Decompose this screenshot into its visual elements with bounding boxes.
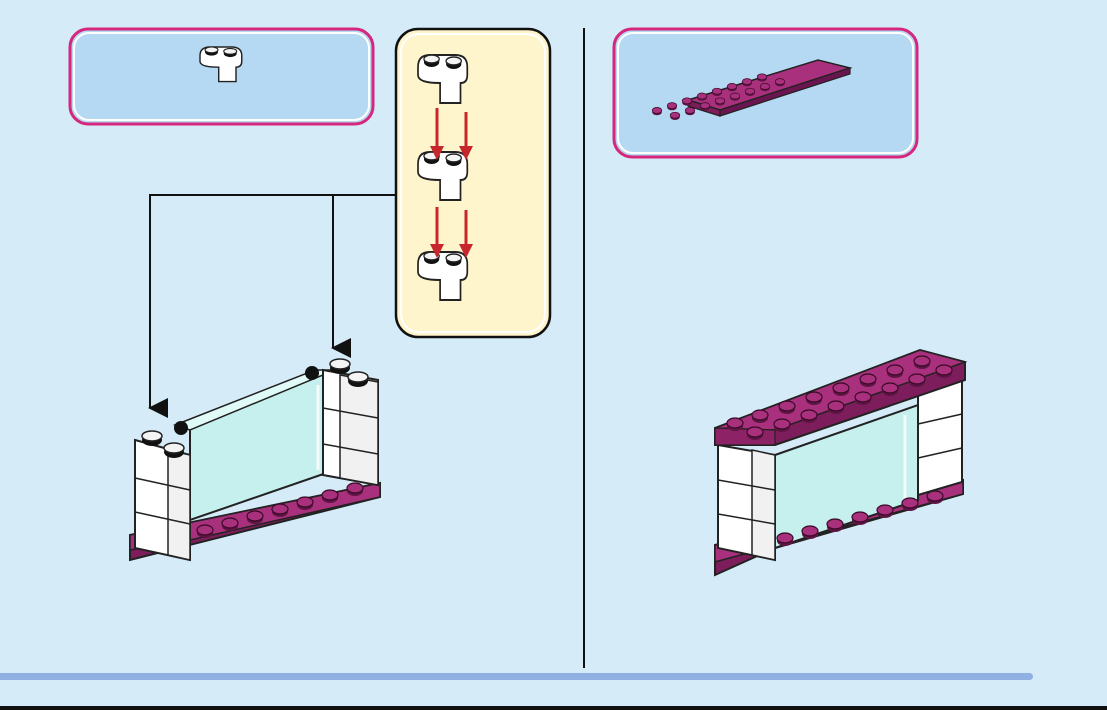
page-bottom-edge	[0, 706, 1107, 710]
footer-bar	[0, 673, 1033, 680]
parts-box-left	[70, 29, 373, 124]
right-model	[715, 350, 965, 575]
right-white-column	[323, 359, 378, 485]
parts-box-right	[614, 29, 917, 157]
sub-assembly-callout	[396, 29, 550, 337]
left-white-column	[135, 431, 190, 560]
left-model	[130, 359, 380, 560]
